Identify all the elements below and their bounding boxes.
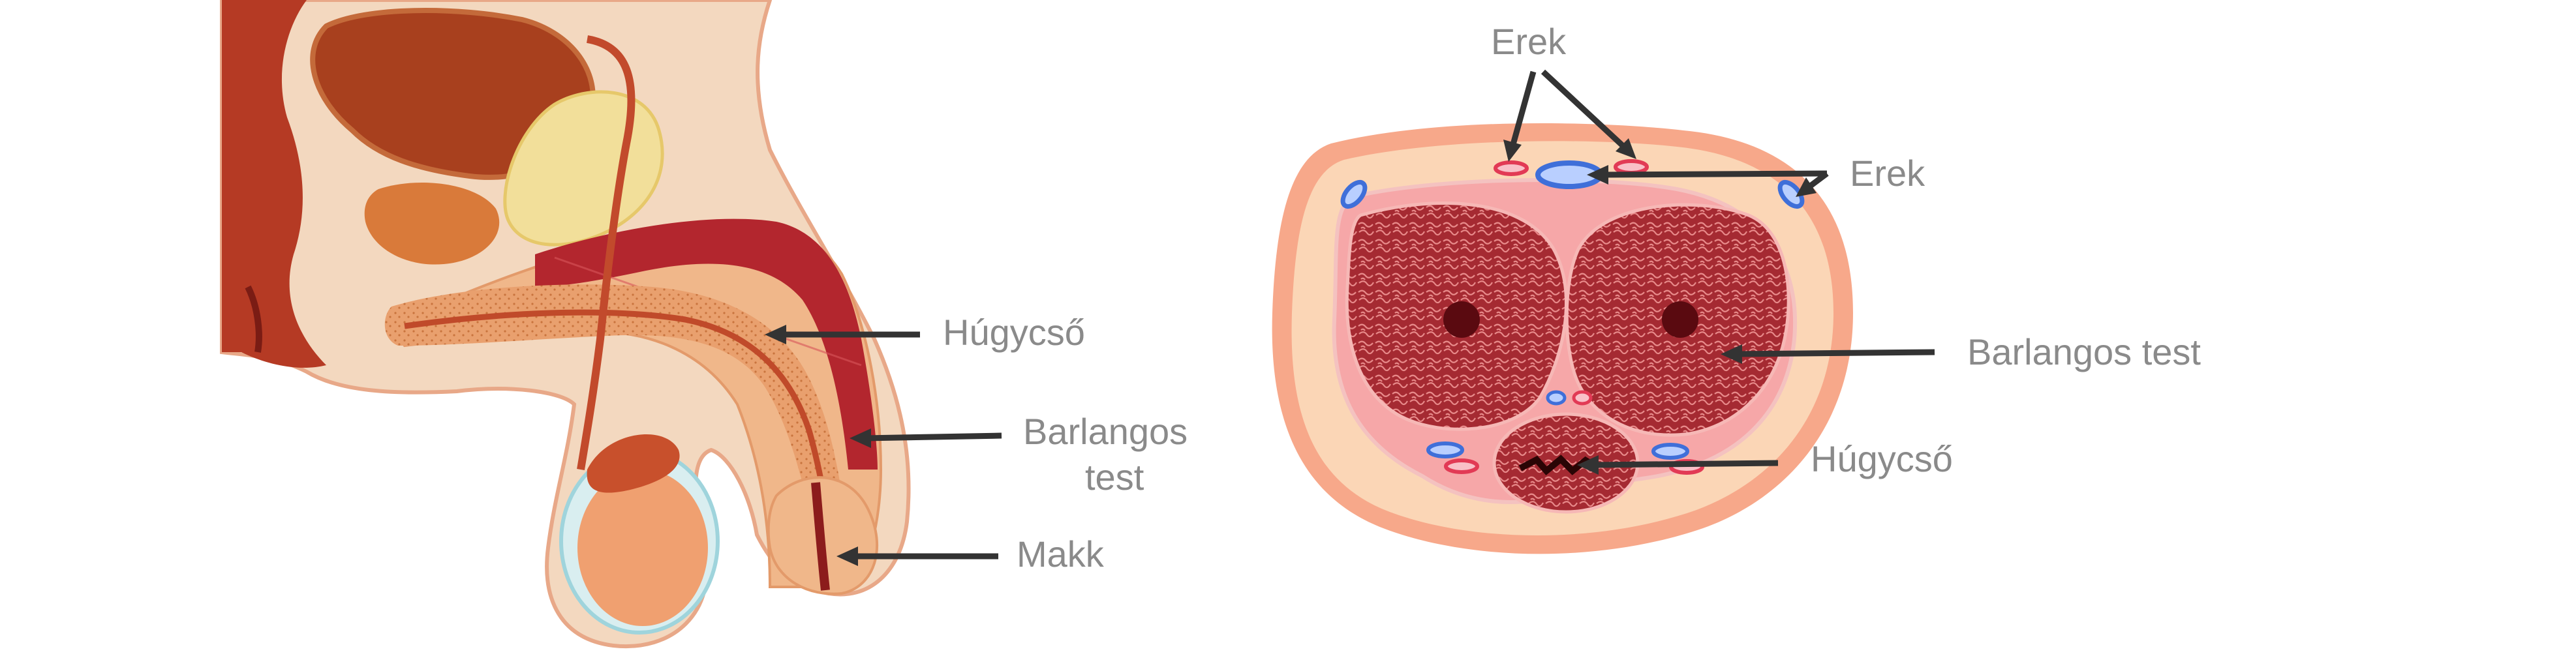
label-corpus-sagittal-line2: test xyxy=(1085,456,1144,498)
label-urethra-cross: Húgycső xyxy=(1811,438,1953,479)
vas-deferens xyxy=(577,35,636,470)
corpus-spongiosum-sagittal xyxy=(384,284,848,535)
prostate xyxy=(364,183,500,265)
testis xyxy=(577,470,708,626)
vein-right-edge xyxy=(1777,179,1805,209)
arrow-corpus-sagittal xyxy=(864,432,1002,441)
arrow-vessels-top-b xyxy=(1541,69,1629,151)
vessel-mid-right xyxy=(1572,390,1593,406)
vein-lower-left xyxy=(1426,441,1464,458)
dorsal-artery-right xyxy=(1614,159,1649,175)
deep-artery-right xyxy=(1662,301,1698,338)
arrow-urethra-cross xyxy=(1591,460,1779,468)
label-urethra-sagittal: Húgycső xyxy=(943,312,1085,353)
label-vessels-top: Erek xyxy=(1491,21,1567,62)
vein-left-edge xyxy=(1340,179,1368,209)
cross-section xyxy=(1272,123,1853,554)
dorsal-artery-left xyxy=(1494,160,1529,176)
label-corpus-cross: Barlangos test xyxy=(1967,331,2201,372)
arrow-vessels-top-a xyxy=(1509,70,1537,148)
vessel-mid-left xyxy=(1546,390,1567,406)
corpus-cavernosum-sagittal xyxy=(535,218,878,470)
arrow-vessels-right-a xyxy=(1601,170,1828,178)
sagittal-section xyxy=(220,0,911,649)
arrow-corpus-cross xyxy=(1735,349,1935,357)
cross-arrows xyxy=(1503,69,1935,475)
epididymis xyxy=(587,434,680,493)
label-corpus-sagittal-line1: Barlangos xyxy=(1023,411,1188,452)
sagittal-arrows xyxy=(765,325,1002,566)
rectum xyxy=(222,0,326,368)
label-glans: Makk xyxy=(1017,533,1104,575)
urethra-cross xyxy=(1518,455,1601,475)
vein-lower-right xyxy=(1651,443,1689,460)
deep-artery-left xyxy=(1443,301,1480,338)
artery-lower-left xyxy=(1444,458,1479,474)
label-vessels-right: Erek xyxy=(1850,153,1925,194)
